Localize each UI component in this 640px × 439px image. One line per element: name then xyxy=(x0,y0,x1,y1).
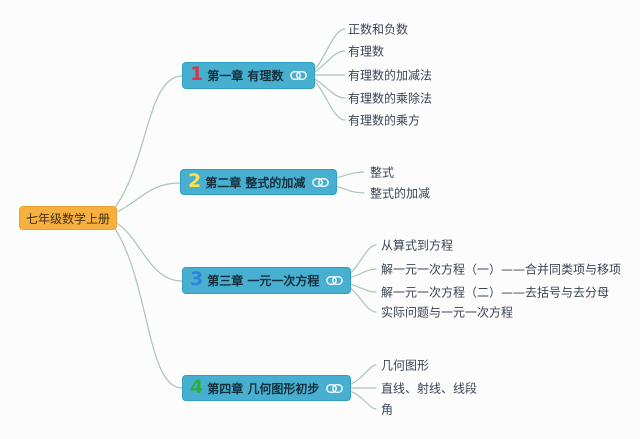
topic-node[interactable]: 直线、射线、线段 xyxy=(381,381,478,396)
chapter-number: 3 xyxy=(190,268,203,290)
topic-node[interactable]: 解一元一次方程（二）——去括号与去分母 xyxy=(381,285,610,300)
chapter-label: 第四章 几何图形初步 xyxy=(207,381,320,396)
topic-node[interactable]: 有理数的乘除法 xyxy=(348,91,433,106)
link-icon[interactable] xyxy=(290,70,308,81)
chapter-label: 第三章 一元一次方程 xyxy=(207,274,320,288)
link-icon[interactable] xyxy=(312,177,330,188)
topic-node[interactable]: 几何图形 xyxy=(381,358,430,373)
chapter-number: 1 xyxy=(190,63,203,85)
topic-node[interactable]: 正数和负数 xyxy=(348,22,409,37)
chapter-number: 4 xyxy=(190,375,203,398)
topic-node[interactable]: 有理数 xyxy=(348,44,385,59)
link-icon[interactable] xyxy=(326,275,344,286)
topic-node[interactable]: 角 xyxy=(381,402,394,417)
chapter-node-3[interactable]: 3 第三章 一元一次方程 xyxy=(182,267,352,294)
topic-node[interactable]: 整式的加减 xyxy=(370,186,431,201)
topic-node[interactable]: 实际问题与一元一次方程 xyxy=(381,305,514,320)
chapter-node-1[interactable]: 1 第一章 有理数 xyxy=(182,62,316,89)
chapter-node-4[interactable]: 4 第四章 几何图形初步 xyxy=(182,375,352,401)
chapter-label: 第一章 有理数 xyxy=(207,69,284,83)
topic-node[interactable]: 整式 xyxy=(370,165,395,180)
root-node-grade7-math[interactable]: 七年级数学上册 xyxy=(19,206,118,230)
chapter-label: 第二章 整式的加减 xyxy=(205,175,306,190)
topic-node[interactable]: 解一元一次方程（一）——合并同类项与移项 xyxy=(381,262,622,277)
topic-node[interactable]: 有理数的加减法 xyxy=(348,68,433,83)
topic-node[interactable]: 有理数的乘方 xyxy=(348,113,421,128)
chapter-number: 2 xyxy=(188,169,201,192)
topic-node[interactable]: 从算式到方程 xyxy=(381,238,454,253)
chapter-node-2[interactable]: 2 第二章 整式的加减 xyxy=(180,169,338,195)
link-icon[interactable] xyxy=(326,383,344,394)
